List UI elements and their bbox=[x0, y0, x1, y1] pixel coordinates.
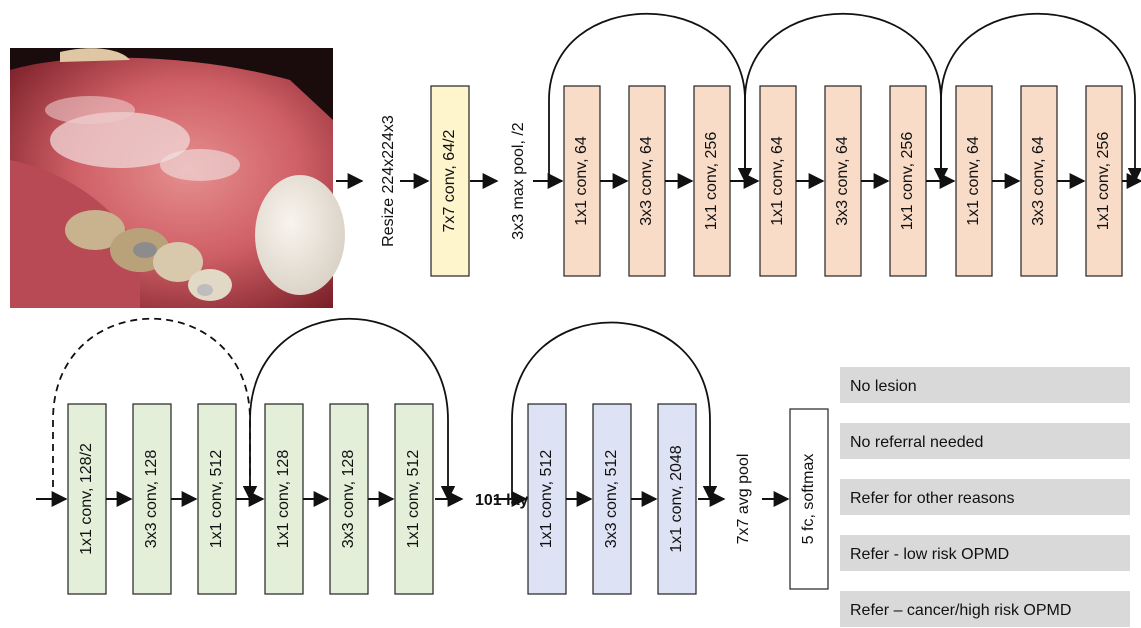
output-class-1: No lesion bbox=[840, 367, 1130, 403]
row1-block-8: 3x3 conv, 64 bbox=[1020, 85, 1058, 277]
output-class-2: No referral needed bbox=[840, 423, 1130, 459]
row2-blue-block-3-label: 1x1 conv, 2048 bbox=[668, 445, 685, 552]
output-class-label: Refer for other reasons bbox=[850, 490, 1015, 507]
row2-green-block-6-label: 1x1 conv, 512 bbox=[405, 450, 422, 549]
fc-softmax-block: 5 fc, softmax bbox=[789, 408, 829, 590]
row1-block-7-label: 1x1 conv, 64 bbox=[965, 136, 982, 226]
row2-green-block-3-label: 1x1 conv, 512 bbox=[208, 450, 225, 549]
skip-connection-3 bbox=[940, 13, 1141, 183]
skip-connection-5 bbox=[511, 321, 718, 501]
output-class-label: Refer – cancer/high risk OPMD bbox=[850, 602, 1071, 619]
row2-green-block-3: 1x1 conv, 512 bbox=[197, 403, 237, 595]
row1-block-2: 3x3 conv, 64 bbox=[628, 85, 666, 277]
row1-block-3-label: 1x1 conv, 256 bbox=[703, 132, 720, 231]
row1-block-8-label: 3x3 conv, 64 bbox=[1030, 136, 1047, 226]
row1-block-2-label: 3x3 conv, 64 bbox=[638, 136, 655, 226]
row2-green-block-2: 3x3 conv, 128 bbox=[132, 403, 172, 595]
row2-blue-block-3: 1x1 conv, 2048 bbox=[657, 403, 697, 595]
output-class-5: Refer – cancer/high risk OPMD bbox=[840, 591, 1130, 627]
row1-block-1: 1x1 conv, 64 bbox=[563, 85, 601, 277]
avgpool-label: 7x7 avg pool bbox=[735, 454, 752, 545]
output-class-4: Refer - low risk OPMD bbox=[840, 535, 1130, 571]
row1-block-3: 1x1 conv, 256 bbox=[693, 85, 731, 277]
row1-block-7: 1x1 conv, 64 bbox=[955, 85, 993, 277]
row2-blue-block-1-label: 1x1 conv, 512 bbox=[538, 450, 555, 549]
row2-blue-block-2-label: 3x3 conv, 512 bbox=[603, 450, 620, 549]
fc-softmax-label: 5 fc, softmax bbox=[800, 454, 817, 545]
row2-blue-blocks: 1x1 conv, 512 3x3 conv, 512 1x1 conv, 2048 bbox=[527, 403, 697, 595]
conv1-block: 7x7 conv, 64/2 bbox=[430, 85, 470, 277]
row2-green-block-5-label: 3x3 conv, 128 bbox=[340, 450, 357, 549]
row1-block-9: 1x1 conv, 256 bbox=[1085, 85, 1123, 277]
row2-blue-block-1: 1x1 conv, 512 bbox=[527, 403, 567, 595]
skip-connection-1 bbox=[548, 13, 753, 183]
row2-green-blocks: 1x1 conv, 128/2 3x3 conv, 128 1x1 conv, 51… bbox=[67, 403, 434, 595]
row1-block-5-label: 3x3 conv, 64 bbox=[834, 136, 851, 226]
row1-block-5: 3x3 conv, 64 bbox=[824, 85, 862, 277]
row1-block-6-label: 1x1 conv, 256 bbox=[899, 132, 916, 231]
output-class-label: Refer - low risk OPMD bbox=[850, 546, 1009, 563]
skip-connection-4 bbox=[249, 317, 456, 501]
row2-green-block-1-label: 1x1 conv, 128/2 bbox=[78, 443, 95, 555]
oral-lesion-photo bbox=[10, 48, 345, 308]
row2-green-block-1: 1x1 conv, 128/2 bbox=[67, 403, 107, 595]
row2-blue-block-2: 3x3 conv, 512 bbox=[592, 403, 632, 595]
row1-block-1-label: 1x1 conv, 64 bbox=[573, 136, 590, 226]
output-class-label: No referral needed bbox=[850, 434, 983, 451]
output-class-label: No lesion bbox=[850, 378, 917, 395]
row1-block-6: 1x1 conv, 256 bbox=[889, 85, 927, 277]
row1-block-9-label: 1x1 conv, 256 bbox=[1095, 132, 1112, 231]
conv1-label: 7x7 conv, 64/2 bbox=[441, 129, 458, 232]
row1-block-4: 1x1 conv, 64 bbox=[759, 85, 797, 277]
resize-label: Resize 224x224x3 bbox=[380, 115, 397, 247]
row2-green-block-6: 1x1 conv, 512 bbox=[394, 403, 434, 595]
row2-green-block-2-label: 3x3 conv, 128 bbox=[143, 450, 160, 549]
row1-block-4-label: 1x1 conv, 64 bbox=[769, 136, 786, 226]
max-pool-label: 3x3 max pool, /2 bbox=[510, 122, 527, 240]
row2-green-block-5: 3x3 conv, 128 bbox=[329, 403, 369, 595]
row2-green-block-4: 1x1 conv, 128 bbox=[264, 403, 304, 595]
output-class-3: Refer for other reasons bbox=[840, 479, 1130, 515]
row1-residual-blocks: 1x1 conv, 64 3x3 conv, 64 1x1 conv, 256 1x1… bbox=[563, 85, 1141, 277]
row2-green-block-4-label: 1x1 conv, 128 bbox=[275, 450, 292, 549]
skip-connection-2 bbox=[744, 13, 949, 183]
